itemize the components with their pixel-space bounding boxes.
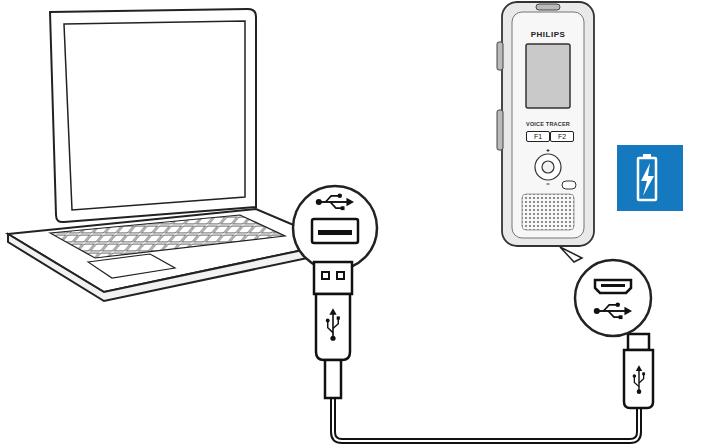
micro-usb-plug-body xyxy=(624,350,653,408)
recorder-body xyxy=(502,2,594,246)
delete-button xyxy=(562,181,576,189)
plus-mark xyxy=(547,150,550,151)
usb-symbol xyxy=(316,194,354,211)
function-button: F2 xyxy=(550,131,574,142)
recorder-display xyxy=(526,44,570,108)
plug-hole xyxy=(337,272,344,279)
side-slider xyxy=(497,110,503,150)
laptop-screen xyxy=(64,21,245,210)
usb-a-plug-metal xyxy=(314,262,352,294)
plug-hole xyxy=(322,272,329,279)
usb-a-port xyxy=(312,219,358,243)
micro-usb-port xyxy=(595,280,631,293)
callout-pointer xyxy=(560,247,582,262)
usb-symbol xyxy=(594,303,632,320)
brand-name: PHILIPS xyxy=(502,31,594,39)
magnifier xyxy=(575,260,651,336)
nav-ring xyxy=(535,154,561,180)
side-switch xyxy=(497,42,503,70)
cable-inner xyxy=(333,396,639,441)
microphone xyxy=(536,4,560,10)
lightning xyxy=(641,163,654,196)
button-label: F2 xyxy=(551,133,573,140)
usb-a-port-tongue xyxy=(318,230,352,235)
speaker-grille xyxy=(522,194,574,230)
button-label: F1 xyxy=(527,133,549,140)
nav-button xyxy=(542,161,554,173)
usb-a-plug-body xyxy=(316,294,350,360)
plus-mark xyxy=(548,149,549,152)
voice-recorder: PHILIPS VOICE TRACER F1F2 xyxy=(502,2,594,246)
micro-usb-port-tongue xyxy=(601,284,625,287)
battery-outline xyxy=(638,158,656,200)
model-name: VOICE TRACER xyxy=(502,122,594,128)
cable xyxy=(333,396,639,441)
laptop-touchpad xyxy=(88,254,175,278)
function-button: F1 xyxy=(526,131,550,142)
micro-usb-plug-metal xyxy=(628,334,649,350)
usb-symbol xyxy=(633,365,645,394)
magnifier xyxy=(293,186,377,270)
laptop-lid xyxy=(50,9,256,222)
minus-mark xyxy=(547,184,550,185)
usb-symbol xyxy=(326,308,340,341)
charging-icon xyxy=(617,145,683,211)
strain-relief xyxy=(325,360,341,398)
laptop-keyboard xyxy=(50,215,285,258)
